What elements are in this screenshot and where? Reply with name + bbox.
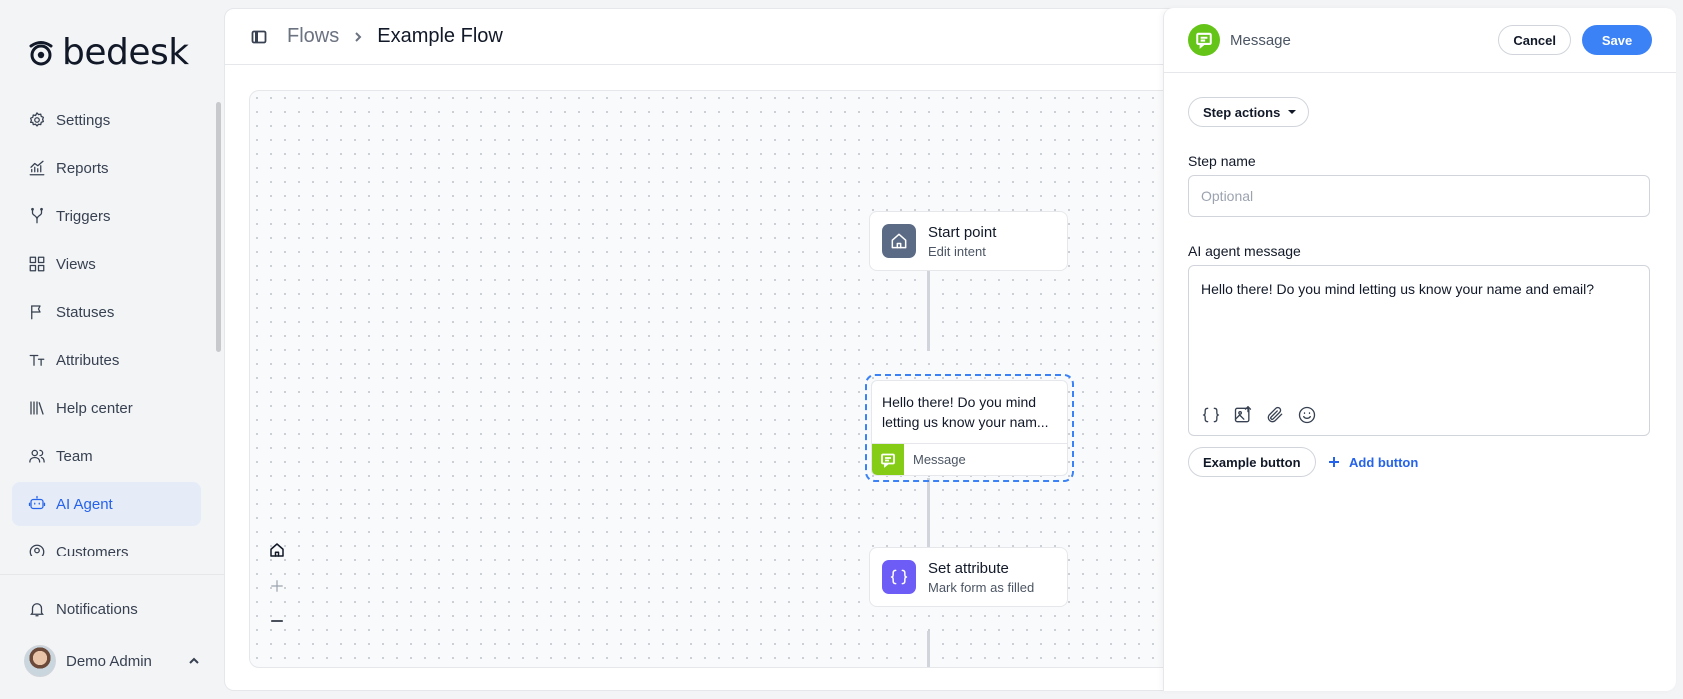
sidebar-divider (0, 574, 224, 575)
fork-icon (31, 207, 43, 224)
sidebar-item-settings[interactable]: Settings (12, 98, 201, 142)
message-node-type: Message (913, 452, 966, 467)
sidebar-item-triggers[interactable]: Triggers (12, 194, 201, 238)
set-attribute-node[interactable]: Set attribute Mark form as filled (869, 547, 1068, 607)
library-icon (30, 401, 44, 415)
selected-node-outline: Hello there! Do you mind letting us know… (865, 374, 1074, 482)
home-icon (882, 224, 916, 258)
message-node-footer: Message (872, 443, 1067, 475)
text-size-icon (29, 354, 45, 366)
user-menu[interactable]: Demo Admin (24, 645, 200, 677)
sidebar-item-statuses[interactable]: Statuses (12, 290, 201, 334)
chevron-right-icon (355, 31, 362, 42)
flow-canvas[interactable]: Start point Edit intent Hello there! Do … (249, 90, 1259, 668)
message-icon (872, 443, 904, 475)
image-upload-icon[interactable] (1233, 405, 1253, 425)
sidebar-item-attributes[interactable]: Attributes (12, 338, 201, 382)
sidebar-item-label: Team (56, 447, 93, 465)
bot-icon (28, 495, 46, 510)
notifications-label: Notifications (56, 600, 138, 618)
flow-connector (927, 478, 930, 561)
node-subtitle: Edit intent (928, 243, 986, 259)
home-icon (270, 543, 284, 557)
variable-braces-icon[interactable] (1201, 405, 1221, 425)
sidebar-toggle-icon[interactable] (251, 29, 267, 45)
add-button-label: Add button (1349, 454, 1419, 470)
sidebar-item-ai-agent[interactable]: AI Agent (12, 482, 201, 526)
users-icon (29, 449, 45, 463)
save-button[interactable]: Save (1582, 25, 1652, 55)
plus-icon (1329, 457, 1339, 467)
flow-connector (927, 271, 930, 351)
sidebar-item-label: Settings (56, 111, 111, 129)
bell-icon (30, 603, 44, 617)
avatar (24, 645, 56, 677)
minus-icon (271, 620, 283, 622)
sidebar-nav: Settings Reports Triggers Views Statuses… (12, 98, 201, 556)
sidebar-item-customers[interactable]: Customers (12, 530, 201, 556)
sidebar-item-label: Views (56, 255, 96, 273)
step-editor-panel: Message Cancel Save Step actions Step na… (1163, 8, 1676, 691)
node-title: Start point (928, 223, 997, 241)
add-button[interactable]: Add button (1327, 447, 1418, 477)
chart-icon (29, 160, 45, 176)
flow-connector (927, 631, 930, 667)
step-actions-label: Step actions (1203, 104, 1281, 120)
brand-name: bedesk (62, 32, 189, 73)
message-node-text: Hello there! Do you mind letting us know… (882, 394, 1049, 430)
topbar: Flows Example Flow (225, 9, 1675, 65)
zoom-out-button[interactable] (268, 612, 286, 635)
sidebar-item-label: Customers (56, 543, 129, 557)
step-name-input[interactable] (1188, 175, 1650, 217)
sidebar-item-help-center[interactable]: Help center (12, 386, 201, 430)
sidebar-item-label: Attributes (56, 351, 120, 369)
customer-icon (29, 544, 45, 556)
chevron-up-icon (189, 657, 199, 664)
sidebar-item-label: AI Agent (56, 495, 113, 513)
sidebar-item-label: Triggers (56, 207, 111, 225)
logo-icon (29, 40, 53, 65)
sidebar-item-label: Reports (56, 159, 109, 177)
message-label: AI agent message (1188, 243, 1301, 259)
start-point-node[interactable]: Start point Edit intent (869, 211, 1068, 271)
editor-toolbar (1201, 405, 1317, 425)
message-editor-text[interactable]: Hello there! Do you mind letting us know… (1201, 281, 1594, 297)
message-node[interactable]: Hello there! Do you mind letting us know… (871, 380, 1068, 476)
breadcrumb-parent[interactable]: Flows (287, 25, 340, 47)
fit-view-button[interactable] (268, 541, 286, 564)
page-title: Example Flow (377, 25, 503, 47)
sidebar-item-label: Statuses (56, 303, 115, 321)
plus-icon (271, 580, 283, 592)
brand-logo[interactable]: bedesk (26, 32, 189, 73)
message-editor[interactable]: Hello there! Do you mind letting us know… (1188, 265, 1650, 436)
sidebar-scrollbar[interactable] (216, 102, 221, 352)
example-button[interactable]: Example button (1188, 447, 1316, 477)
message-icon (1188, 24, 1220, 56)
panel-header: Message Cancel Save (1164, 8, 1676, 73)
notifications-link[interactable]: Notifications (28, 600, 138, 618)
gear-icon (29, 112, 45, 127)
sidebar-item-views[interactable]: Views (12, 242, 201, 286)
sidebar-item-label: Help center (56, 399, 133, 417)
sidebar-item-reports[interactable]: Reports (12, 146, 201, 190)
emoji-icon[interactable] (1297, 405, 1317, 425)
step-name-label: Step name (1188, 153, 1256, 169)
node-title: Set attribute (928, 559, 1009, 577)
braces-icon (882, 560, 916, 594)
grid-icon (29, 256, 45, 272)
flag-icon (31, 305, 41, 320)
sidebar-item-team[interactable]: Team (12, 434, 201, 478)
user-name: Demo Admin (66, 652, 152, 670)
zoom-in-button[interactable] (268, 577, 286, 600)
step-actions-dropdown[interactable]: Step actions (1188, 97, 1310, 127)
sidebar: bedesk Settings Reports Triggers Views S… (0, 0, 224, 699)
panel-title: Message (1230, 31, 1291, 49)
cancel-button[interactable]: Cancel (1498, 25, 1571, 55)
caret-down-icon (1288, 110, 1297, 114)
node-subtitle: Mark form as filled (928, 579, 1035, 595)
paperclip-icon[interactable] (1265, 405, 1285, 425)
